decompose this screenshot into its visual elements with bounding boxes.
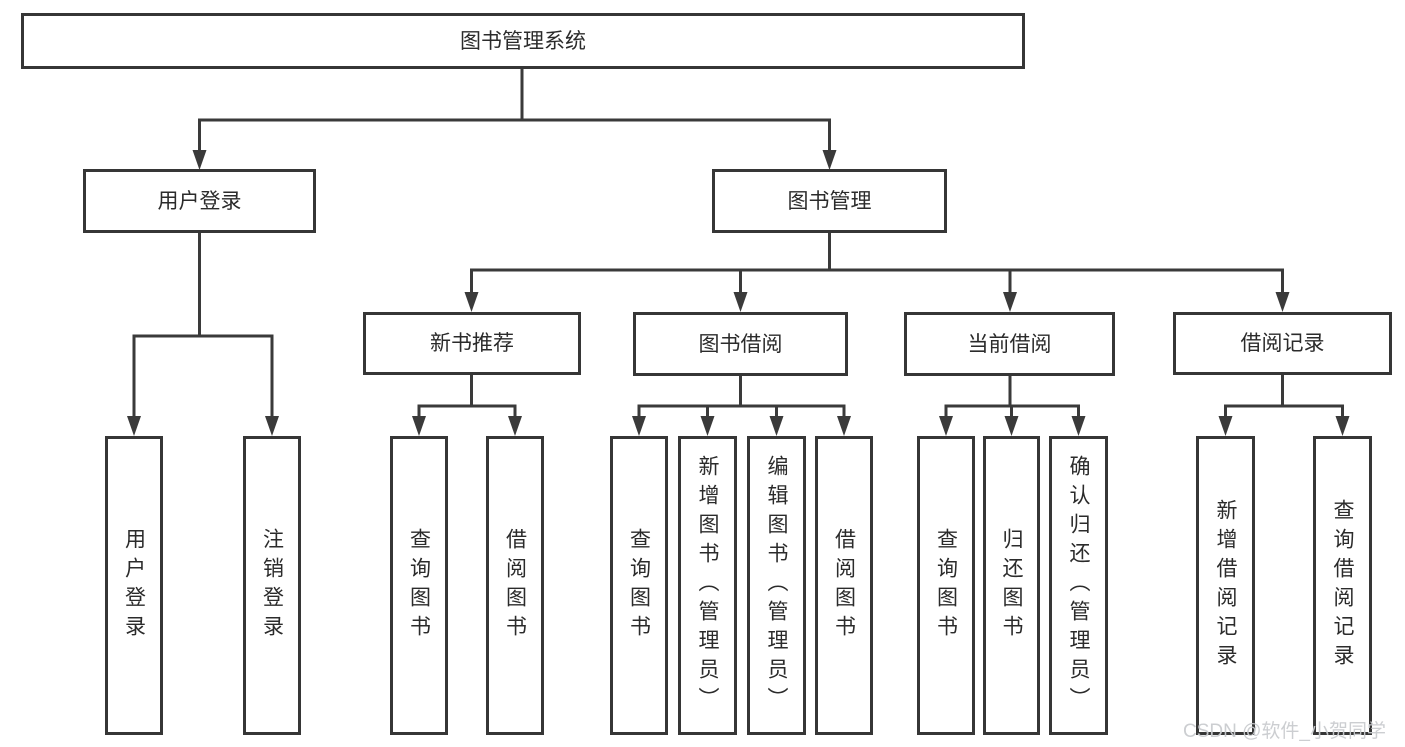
node-book-management: 图书管理	[712, 169, 947, 233]
node-label: 查询借阅记录	[1331, 498, 1354, 673]
arrowheads	[127, 150, 1350, 436]
leaf-query-books-newrec: 查询图书	[390, 436, 448, 735]
node-label: 图书借阅	[698, 332, 783, 356]
node-user-login: 用户登录	[83, 169, 316, 233]
leaf-borrow-books-newrec: 借阅图书	[486, 436, 544, 735]
node-system-root: 图书管理系统	[21, 13, 1025, 69]
csdn-watermark: CSDN @软件_小贺同学	[1183, 721, 1386, 742]
node-label: 借阅图书	[832, 527, 856, 644]
node-label: 归还图书	[1000, 527, 1023, 644]
node-borrowing-records: 借阅记录	[1173, 312, 1392, 375]
node-label: 当前借阅	[967, 332, 1052, 356]
leaf-borrow-books: 借阅图书	[815, 436, 873, 735]
leaf-add-borrow-record: 新增借阅记录	[1196, 436, 1255, 735]
node-label: 借阅记录	[1240, 332, 1325, 355]
node-label: 确认归还（管理员）	[1067, 455, 1090, 716]
leaf-confirm-return-admin: 确认归还（管理员）	[1049, 436, 1108, 735]
node-label: 用户登录	[122, 527, 146, 644]
node-label: 新增图书（管理员）	[696, 455, 719, 716]
node-label: 新书推荐	[430, 332, 514, 355]
leaf-return-books: 归还图书	[983, 436, 1040, 735]
node-label: 查询图书	[627, 527, 651, 644]
leaf-edit-books-admin: 编辑图书（管理员）	[747, 436, 806, 735]
leaf-add-books-admin: 新增图书（管理员）	[678, 436, 737, 735]
node-label: 图书管理	[787, 189, 872, 213]
leaf-query-books-current: 查询图书	[917, 436, 975, 735]
node-label: 图书管理系统	[460, 29, 586, 53]
connector-segments	[132, 68, 1344, 420]
node-label: 用户登录	[157, 189, 242, 213]
node-current-borrowing: 当前借阅	[904, 312, 1115, 376]
leaf-query-borrow-record: 查询借阅记录	[1313, 436, 1372, 735]
node-label: 查询图书	[934, 527, 958, 644]
node-label: 查询图书	[407, 527, 431, 644]
leaf-query-books-borrow: 查询图书	[610, 436, 668, 735]
leaf-user-login: 用户登录	[105, 436, 163, 735]
node-label: 借阅图书	[503, 527, 527, 644]
node-label: 注销登录	[260, 527, 284, 644]
leaf-logout: 注销登录	[243, 436, 301, 735]
node-new-book-recommendation: 新书推荐	[363, 312, 581, 375]
node-label: 编辑图书（管理员）	[765, 455, 788, 716]
node-label: 新增借阅记录	[1214, 498, 1237, 673]
node-book-borrowing: 图书借阅	[633, 312, 848, 376]
